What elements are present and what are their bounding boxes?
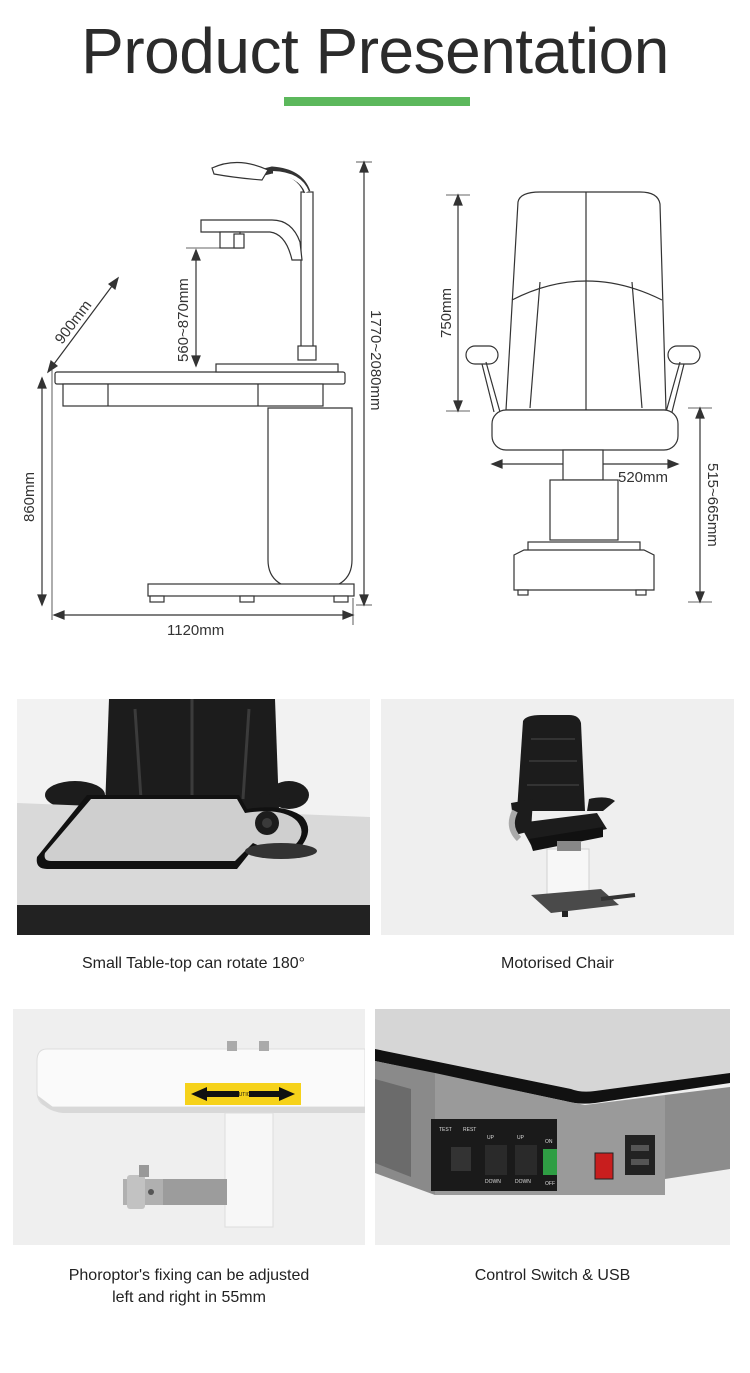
- dim-seat-height: 515~665mm: [704, 463, 721, 547]
- motorised-chair-illustration: [381, 699, 734, 935]
- table-top-illustration: [17, 699, 370, 935]
- dim-seat-width: 520mm: [618, 469, 668, 486]
- caption-phoroptor-line-1: Phoroptor's fixing can be adjusted: [68, 1267, 310, 1284]
- dim-desk-depth: 900mm: [52, 297, 96, 347]
- switch-label-on: ON: [545, 1139, 553, 1145]
- switch-label-test: TEST: [439, 1127, 452, 1133]
- title-underline: [284, 97, 470, 106]
- switch-label-up-1: UP: [487, 1135, 495, 1141]
- switch-label-off: OFF: [545, 1181, 555, 1187]
- photo-motorised-chair: [381, 699, 734, 935]
- page-title: Product Presentation: [81, 15, 669, 87]
- caption-control-switch: Control Switch & USB: [474, 1267, 631, 1284]
- dim-desk-height: 860mm: [21, 472, 38, 522]
- caption-phoroptor-line-2: left and right in 55mm: [112, 1289, 266, 1306]
- switch-label-rest: REST: [463, 1127, 476, 1133]
- dim-total-height: 1770~2080mm: [367, 310, 384, 411]
- control-switch-illustration: TEST REST UP DOWN UP DOWN ON OFF: [375, 1009, 730, 1245]
- switch-label-down-1: DOWN: [485, 1179, 501, 1185]
- caption-table-top: Small Table-top can rotate 180°: [81, 955, 306, 972]
- dim-chair-back: 750mm: [438, 288, 455, 338]
- photo-control-switch: TEST REST UP DOWN UP DOWN ON OFF: [375, 1009, 730, 1245]
- desk-unit-drawing: 900mm 560~870mm 1770~2080mm 860mm 1120mm: [21, 160, 721, 639]
- phoroptor-fixing-illustration: CAUTION: [13, 1009, 365, 1245]
- caption-phoroptor-fixing: Phoroptor's fixing can be adjusted left …: [13, 1265, 365, 1309]
- switch-label-down-2: DOWN: [515, 1179, 531, 1185]
- photo-table-top: [17, 699, 370, 935]
- caption-motorised-chair: Motorised Chair: [501, 955, 614, 972]
- photo-phoroptor-fixing: CAUTION: [13, 1009, 365, 1245]
- dim-arm-height: 560~870mm: [175, 278, 192, 362]
- dim-desk-width: 1120mm: [167, 622, 224, 639]
- switch-label-up-2: UP: [517, 1135, 525, 1141]
- caution-label: CAUTION: [232, 1092, 255, 1098]
